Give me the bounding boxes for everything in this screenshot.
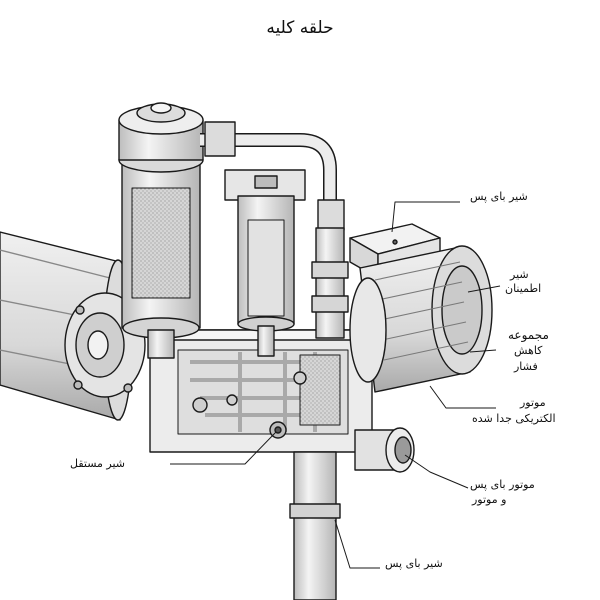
- outlet-fitting: [354, 427, 415, 473]
- label-pressure-group-1: مجموعه: [508, 328, 549, 342]
- leader-pressure-group: [469, 349, 497, 353]
- electric-motor: [349, 245, 493, 393]
- leader-motor: [429, 385, 496, 409]
- vertical-pipe: [311, 227, 349, 339]
- leader-bypass-motor: [404, 454, 469, 489]
- manifold-block: [149, 329, 373, 453]
- top-piping: [200, 121, 345, 231]
- leader-lines: [170, 201, 501, 569]
- diagram-title: حلقه کلیه: [266, 18, 334, 38]
- leader-bypass-valve-top: [391, 201, 460, 233]
- label-motor-2: الکتریکی جدا شده: [472, 412, 556, 425]
- down-pipe: [289, 451, 341, 600]
- label-check-valve-1: شیر: [510, 268, 529, 281]
- label-bypass-valve-bottom: شیر بای پس: [385, 557, 443, 570]
- filter-housing: [118, 102, 204, 359]
- small-filter: [224, 169, 306, 357]
- label-bypass-motor-1: موتور بای پس: [470, 478, 535, 491]
- label-check-valve-2: اطمینان: [505, 282, 542, 295]
- label-pressure-group-3: فشار: [514, 360, 538, 373]
- leader-bypass-valve-bottom: [334, 519, 380, 569]
- leader-check-valve: [467, 285, 501, 293]
- label-motor-1: موتور: [520, 396, 546, 409]
- label-pressure-group-2: کاهش: [514, 344, 543, 357]
- label-bypass-valve-top: شیر بای پس: [470, 190, 528, 203]
- label-bypass-motor-2: و موتور: [472, 493, 507, 506]
- leader-independent-valve: [170, 431, 277, 465]
- label-independent-valve: شیر مستقل: [70, 457, 126, 470]
